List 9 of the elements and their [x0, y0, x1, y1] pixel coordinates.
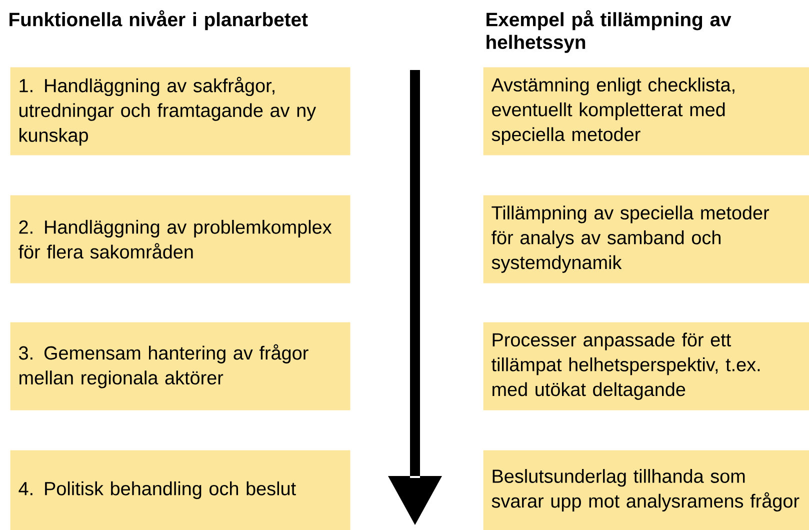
text-box: Processer anpassade för ett tillämpat helhetsperspektiv, t.ex. med utökat deltagande [483, 322, 809, 410]
text-box: Beslutsunderlag tillhanda som svarar upp mot analysramens frågor [483, 450, 809, 530]
text-box: Tillämpning av speciella metoder för analys av samband och systemdynamik [483, 195, 809, 284]
text-box: 3. Gemensam hantering av frågor mellan regionala aktörer [10, 322, 350, 410]
text-box: Avstämning enligt checklista, eventuellt kompletterat med speciella metoder [483, 67, 809, 156]
column-heading: Funktionella nivåer i planarbetet [10, 10, 308, 30]
text-box: 4. Politisk behandling och beslut [10, 450, 350, 530]
text-box: 1. Handläggning av sakfrågor, utredningar och framtagande av ny kunskap [10, 67, 350, 156]
text-box: 2. Handläggning av problemkomplex för flera sakområden [10, 195, 350, 284]
